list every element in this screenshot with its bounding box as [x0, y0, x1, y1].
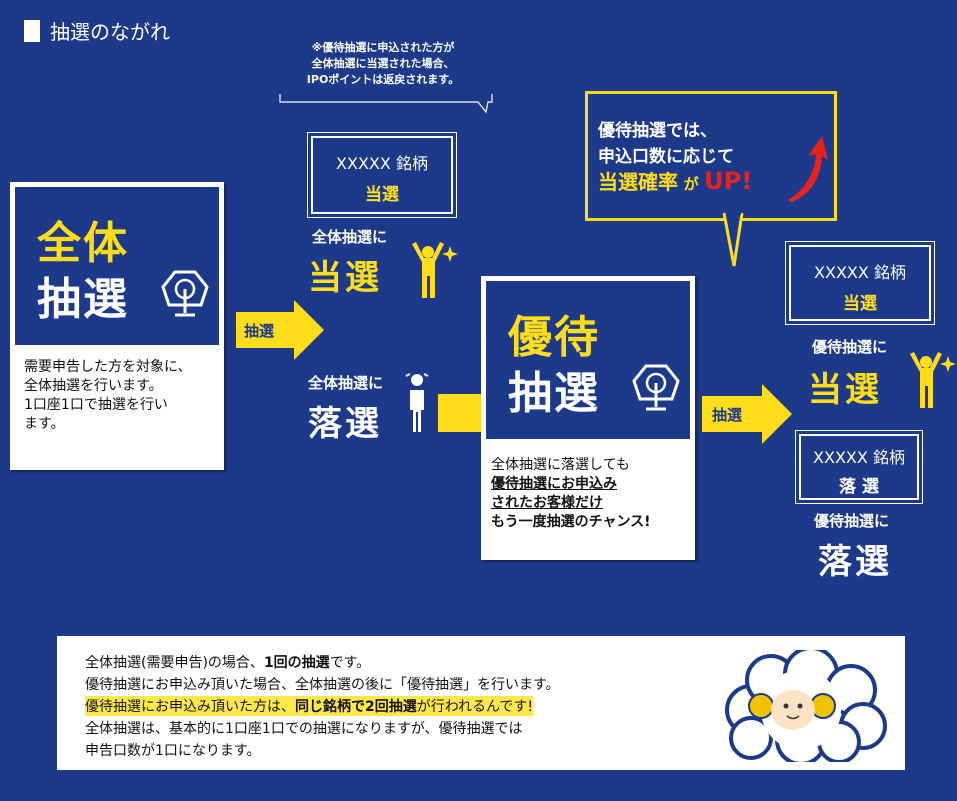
- bubble-ga: が: [683, 175, 699, 193]
- summary-line1a: 全体抽選(需要申告)の場合、: [85, 655, 264, 671]
- yutai-desc-line1: 全体抽選に落選しても: [491, 457, 630, 473]
- bubble-up: UP!: [704, 167, 753, 195]
- lose2-ticket-stock: XXXXX 銘柄: [813, 448, 905, 467]
- win1-ticket-stock: XXXXX 銘柄: [336, 154, 428, 173]
- bubble-probability: 当選確率: [598, 170, 678, 194]
- lose2-ticket-result: 落 選: [839, 477, 879, 497]
- zentai-desc-line4: ます。: [24, 416, 65, 432]
- yutai-title-line2: 抽選: [508, 368, 600, 419]
- sad-person-icon: [405, 373, 429, 432]
- summary-box: 全体抽選(需要申告)の場合、1回の抽選です。 優待抽選にお申込み頂いた場合、全体…: [57, 636, 905, 770]
- yutai-desc-line2: 優待抽選にお申込み: [491, 476, 617, 492]
- zentai-title-panel: 全体 抽選: [15, 187, 219, 345]
- summary-line4: 全体抽選は、基本的に1口座1口での抽選になりますが、優待抽選では: [85, 721, 523, 737]
- zentai-desc-line2: 全体抽選を行います。: [24, 378, 163, 394]
- lottery-machine-icon: [161, 270, 209, 317]
- lose2-ticket: XXXXX 銘柄 落 選: [795, 430, 923, 504]
- yutai-title-panel: 優待 抽選: [486, 281, 690, 439]
- arrow-zentai-to-result: [236, 300, 324, 360]
- note-line2: 全体抽選に当選された場合、: [311, 57, 455, 70]
- sheep-mascot-icon: [725, 650, 887, 762]
- connector-bar: [438, 394, 484, 432]
- bubble-line2: 申込口数に応じて: [598, 147, 734, 167]
- yutai-title-line1: 優待: [508, 312, 600, 363]
- arrow1-label: 抽選: [244, 322, 275, 340]
- refund-note: ※優待抽選に申込された方が 全体抽選に当選された場合、 IPOポイントは返戻され…: [272, 40, 494, 88]
- win1-label: 全体抽選に: [312, 228, 388, 246]
- zentai-desc-line1: 需要申告した方を対象に、: [24, 359, 192, 375]
- lose1-label: 全体抽選に: [308, 374, 384, 392]
- yutai-description: 全体抽選に落選しても 優待抽選にお申込み されたお客様だけ もう一度抽選のチャン…: [491, 456, 691, 532]
- zentai-title-line1: 全体: [37, 218, 129, 269]
- win2-ticket-result: 当選: [843, 294, 877, 314]
- probability-bubble: 優待抽選では、 申込口数に応じて 当選確率 が UP!: [585, 91, 837, 221]
- yutai-chusen-card: 優待 抽選 全体抽選に落選しても 優待抽選にお申込み されたお客様だけ もう一度…: [481, 276, 695, 560]
- win2-label: 優待抽選に: [812, 338, 888, 356]
- cheering-person-icon: [412, 242, 458, 298]
- win2-ticket-stock: XXXXX 銘柄: [814, 263, 906, 282]
- arrow2-label: 抽選: [712, 406, 743, 424]
- title-marker: [24, 19, 40, 42]
- note-bracket: [279, 94, 493, 114]
- win1-ticket: XXXXX 銘柄 当選: [307, 132, 457, 218]
- zentai-title-line2: 抽選: [37, 274, 129, 325]
- cheering-person-icon: [910, 352, 956, 408]
- zentai-chusen-card: 全体 抽選 需要申告した方を対象に、 全体抽選を行います。 1口座1口で抽選を行…: [10, 182, 224, 470]
- bubble-line3: 当選確率 が UP!: [598, 166, 752, 195]
- lose2-result: 落選: [818, 542, 892, 582]
- win1-result: 当選: [308, 258, 382, 298]
- section-title-text: 抽選のながれ: [50, 20, 170, 44]
- lose1-result: 落選: [308, 404, 382, 444]
- yutai-desc-line4: もう一度抽選のチャンス!: [491, 514, 651, 530]
- bubble-tail: [722, 210, 744, 267]
- summary-line3a: 優待抽選にお申込み頂いた方は、: [85, 699, 295, 715]
- summary-line3b: 同じ銘柄で2回抽選: [295, 699, 417, 715]
- yutai-desc-line3: されたお客様だけ: [491, 495, 603, 511]
- summary-line3c: が行われるんです!: [416, 699, 533, 715]
- bubble-line1: 優待抽選では、: [598, 121, 717, 141]
- win1-ticket-result: 当選: [365, 185, 399, 205]
- lose2-label: 優待抽選に: [814, 512, 890, 530]
- summary-line2: 優待抽選にお申込み頂いた場合、全体抽選の後に「優待抽選」を行います。: [85, 677, 560, 693]
- arrow-yutai-to-result: [702, 384, 792, 444]
- zentai-description: 需要申告した方を対象に、 全体抽選を行います。 1口座1口で抽選を行い ます。: [24, 358, 214, 434]
- summary-line1b: 1回の抽選: [263, 655, 330, 671]
- summary-line3: 優待抽選にお申込み頂いた方は、同じ銘柄で2回抽選が行われるんです!: [85, 696, 533, 716]
- summary-line5: 申告口数が1口になります。: [85, 743, 261, 759]
- note-line1: ※優待抽選に申込された方が: [311, 41, 455, 54]
- up-arrow-icon: [788, 136, 828, 202]
- summary-line1c: です。: [329, 655, 371, 671]
- note-line3: IPOポイントは返戻されます。: [306, 73, 460, 86]
- win2-result: 当選: [808, 370, 882, 410]
- section-title: 抽選のながれ: [24, 16, 170, 45]
- win2-ticket: XXXXX 銘柄 当選: [785, 241, 935, 325]
- zentai-desc-line3: 1口座1口で抽選を行い: [24, 397, 168, 413]
- lottery-machine-icon: [632, 364, 680, 411]
- summary-line1: 全体抽選(需要申告)の場合、1回の抽選です。: [85, 652, 370, 672]
